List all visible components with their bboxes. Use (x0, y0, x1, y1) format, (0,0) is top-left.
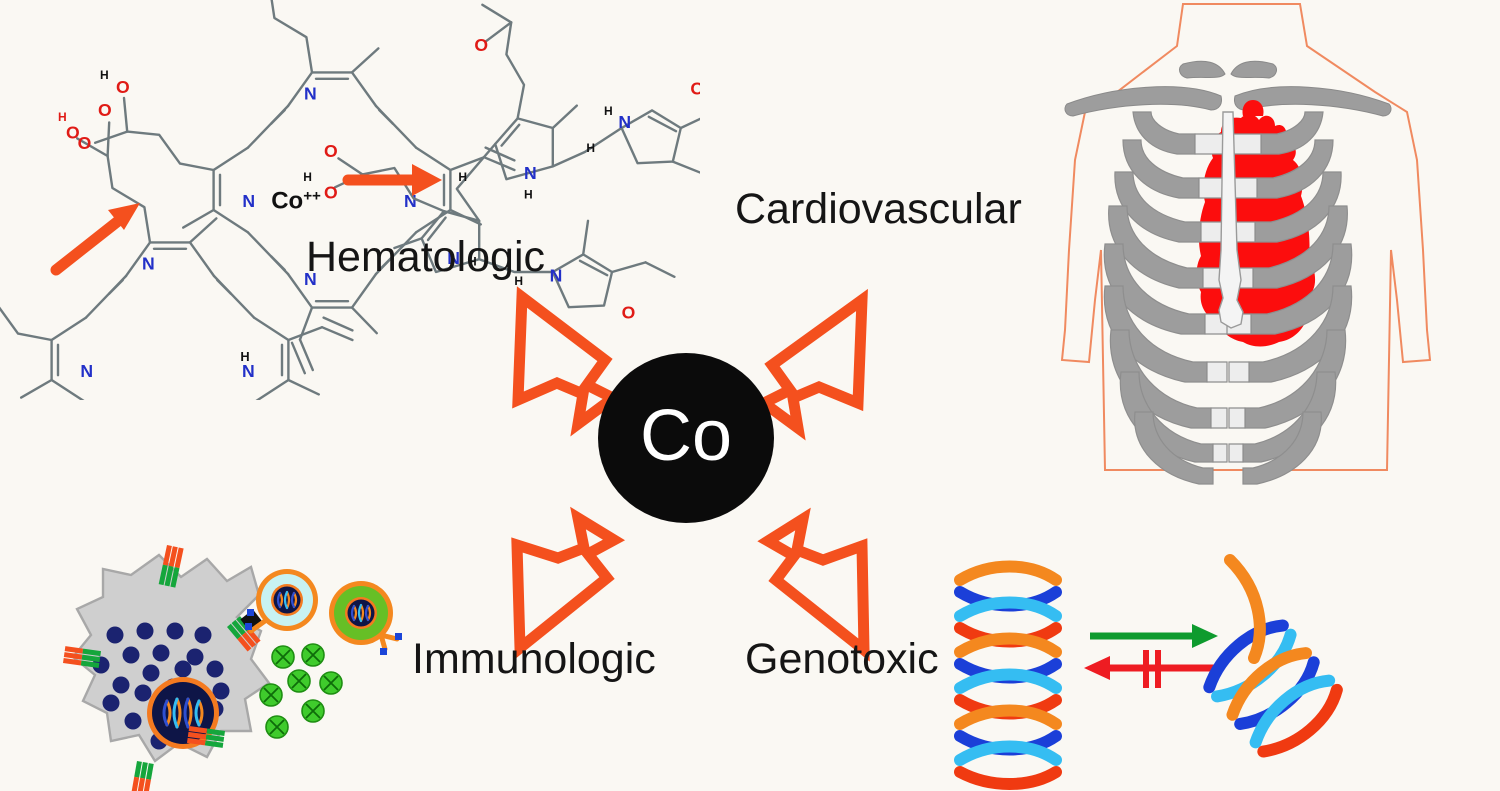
label-genotoxic: Genotoxic (745, 635, 939, 683)
cardiovascular-illustration (1060, 3, 1432, 485)
svg-text:H: H (58, 110, 67, 124)
svg-text:O: O (324, 141, 338, 161)
clavicles (1064, 60, 1392, 117)
molecule-protoporphyrin: O O O O H N N N N H H (0, 100, 354, 400)
arrow-genotoxic (757, 507, 870, 662)
cytokine-particles (259, 643, 343, 739)
reaction-arrow-1 (50, 203, 140, 276)
forward-arrow (1090, 624, 1218, 648)
cobalt-center-node: Co (598, 353, 774, 523)
immunologic-illustration (63, 545, 402, 791)
arrow-cardiovascular (753, 288, 868, 441)
svg-text:O: O (622, 302, 636, 322)
hematologic-illustration: O O O O H N N N N H H (0, 0, 700, 400)
svg-text:N: N (524, 163, 537, 183)
free-strand-fragment (1224, 554, 1266, 664)
svg-text:N: N (550, 266, 563, 286)
svg-text:N: N (404, 191, 417, 211)
svg-text:N: N (447, 248, 460, 268)
lymphocyte-green (329, 581, 402, 655)
svg-text:O: O (473, 0, 487, 4)
label-cardiovascular: Cardiovascular (735, 185, 1022, 233)
fragmented-dna-strands (1203, 619, 1343, 758)
torso-outline (1060, 3, 1432, 471)
aorta (1242, 100, 1264, 116)
svg-text:O: O (78, 133, 92, 153)
svg-text:N: N (242, 191, 255, 211)
svg-text:O: O (66, 122, 80, 142)
svg-text:O: O (324, 182, 338, 202)
reaction-arrow-2 (342, 164, 442, 196)
rib-pairs (1103, 111, 1353, 485)
blocked-reverse-arrow (1084, 650, 1218, 688)
svg-text:H: H (524, 187, 533, 201)
svg-text:H: H (303, 170, 312, 184)
svg-text:N: N (242, 361, 255, 381)
svg-text:H: H (586, 141, 595, 155)
svg-text:N: N (618, 112, 631, 132)
svg-text:H: H (514, 274, 523, 288)
cobalt-symbol: Co (639, 396, 733, 476)
svg-text:H: H (458, 170, 467, 184)
label-immunologic: Immunologic (412, 635, 656, 683)
surface-receptors (63, 545, 262, 791)
svg-text:O: O (116, 77, 130, 97)
svg-text:H: H (100, 68, 109, 82)
svg-text:H: H (604, 104, 613, 118)
lymphocyte-cyan (245, 569, 318, 634)
svg-text:O: O (474, 35, 488, 55)
genotoxic-illustration (954, 554, 1343, 790)
intact-dna-helix (954, 560, 1062, 790)
svg-text:N: N (304, 269, 317, 289)
svg-text:O: O (690, 78, 700, 98)
svg-text:N: N (142, 254, 155, 274)
arrow-immunologic (511, 506, 626, 660)
svg-text:H: H (240, 349, 249, 364)
molecule-cobalt-porphyrin: O O H O O H N N N N Co++ (78, 0, 516, 375)
svg-text:O: O (98, 100, 112, 120)
sternum (1218, 111, 1244, 329)
svg-text:H: H (468, 255, 477, 269)
cobalt-ion-label: Co++ (271, 187, 321, 215)
svg-text:N: N (304, 84, 317, 104)
svg-text:N: N (80, 361, 93, 381)
label-hematologic: Hematologic (306, 233, 545, 281)
